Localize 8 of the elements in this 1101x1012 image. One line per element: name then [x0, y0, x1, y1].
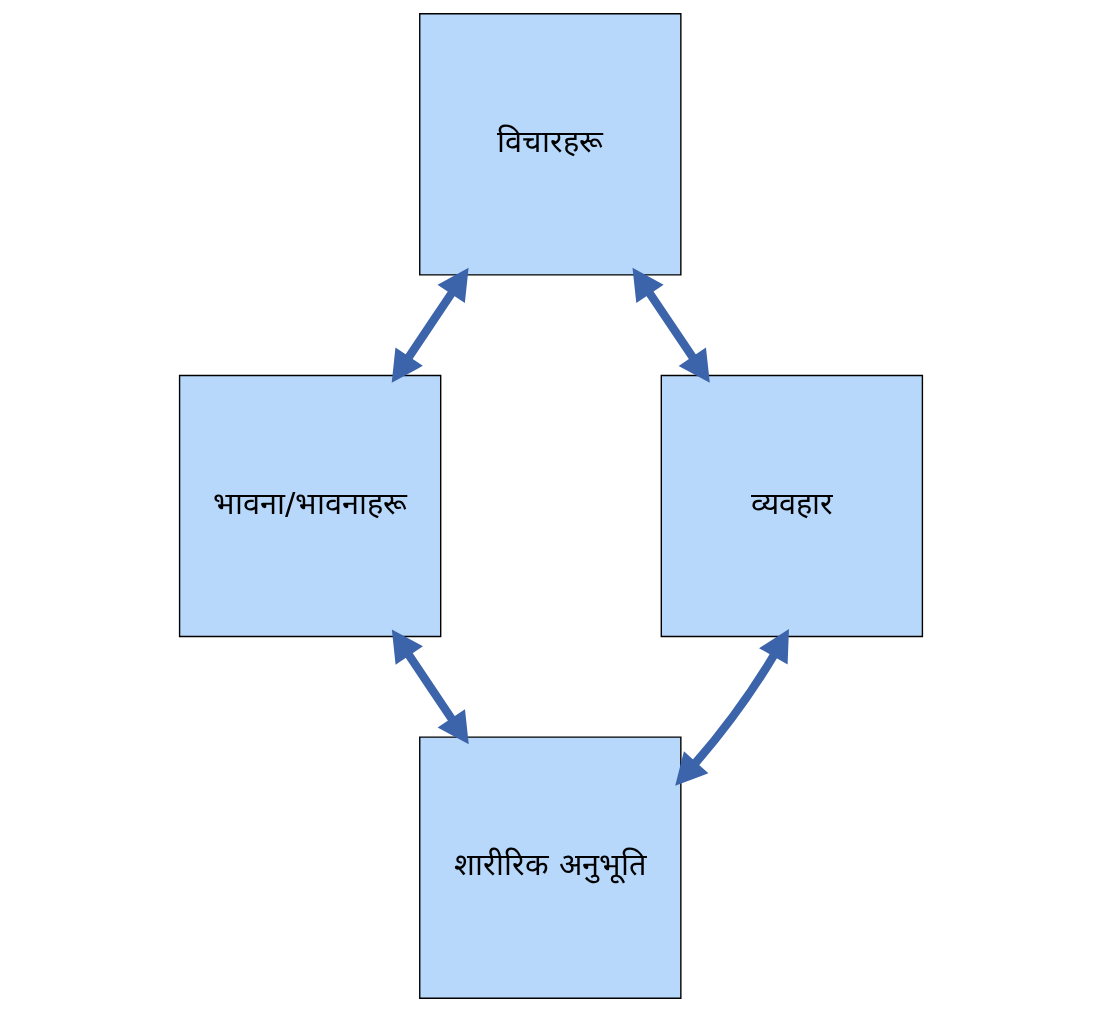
node-box: भावना/भावनाहरू: [178, 374, 441, 638]
node-box: विचारहरू: [418, 13, 682, 276]
arrow: [391, 629, 469, 745]
arrow: [391, 267, 469, 383]
arrow: [632, 267, 710, 383]
node-box: शारीरिक अनुभूति: [418, 736, 682, 999]
arrow: [674, 629, 789, 786]
node-box: व्यवहार: [660, 374, 923, 638]
